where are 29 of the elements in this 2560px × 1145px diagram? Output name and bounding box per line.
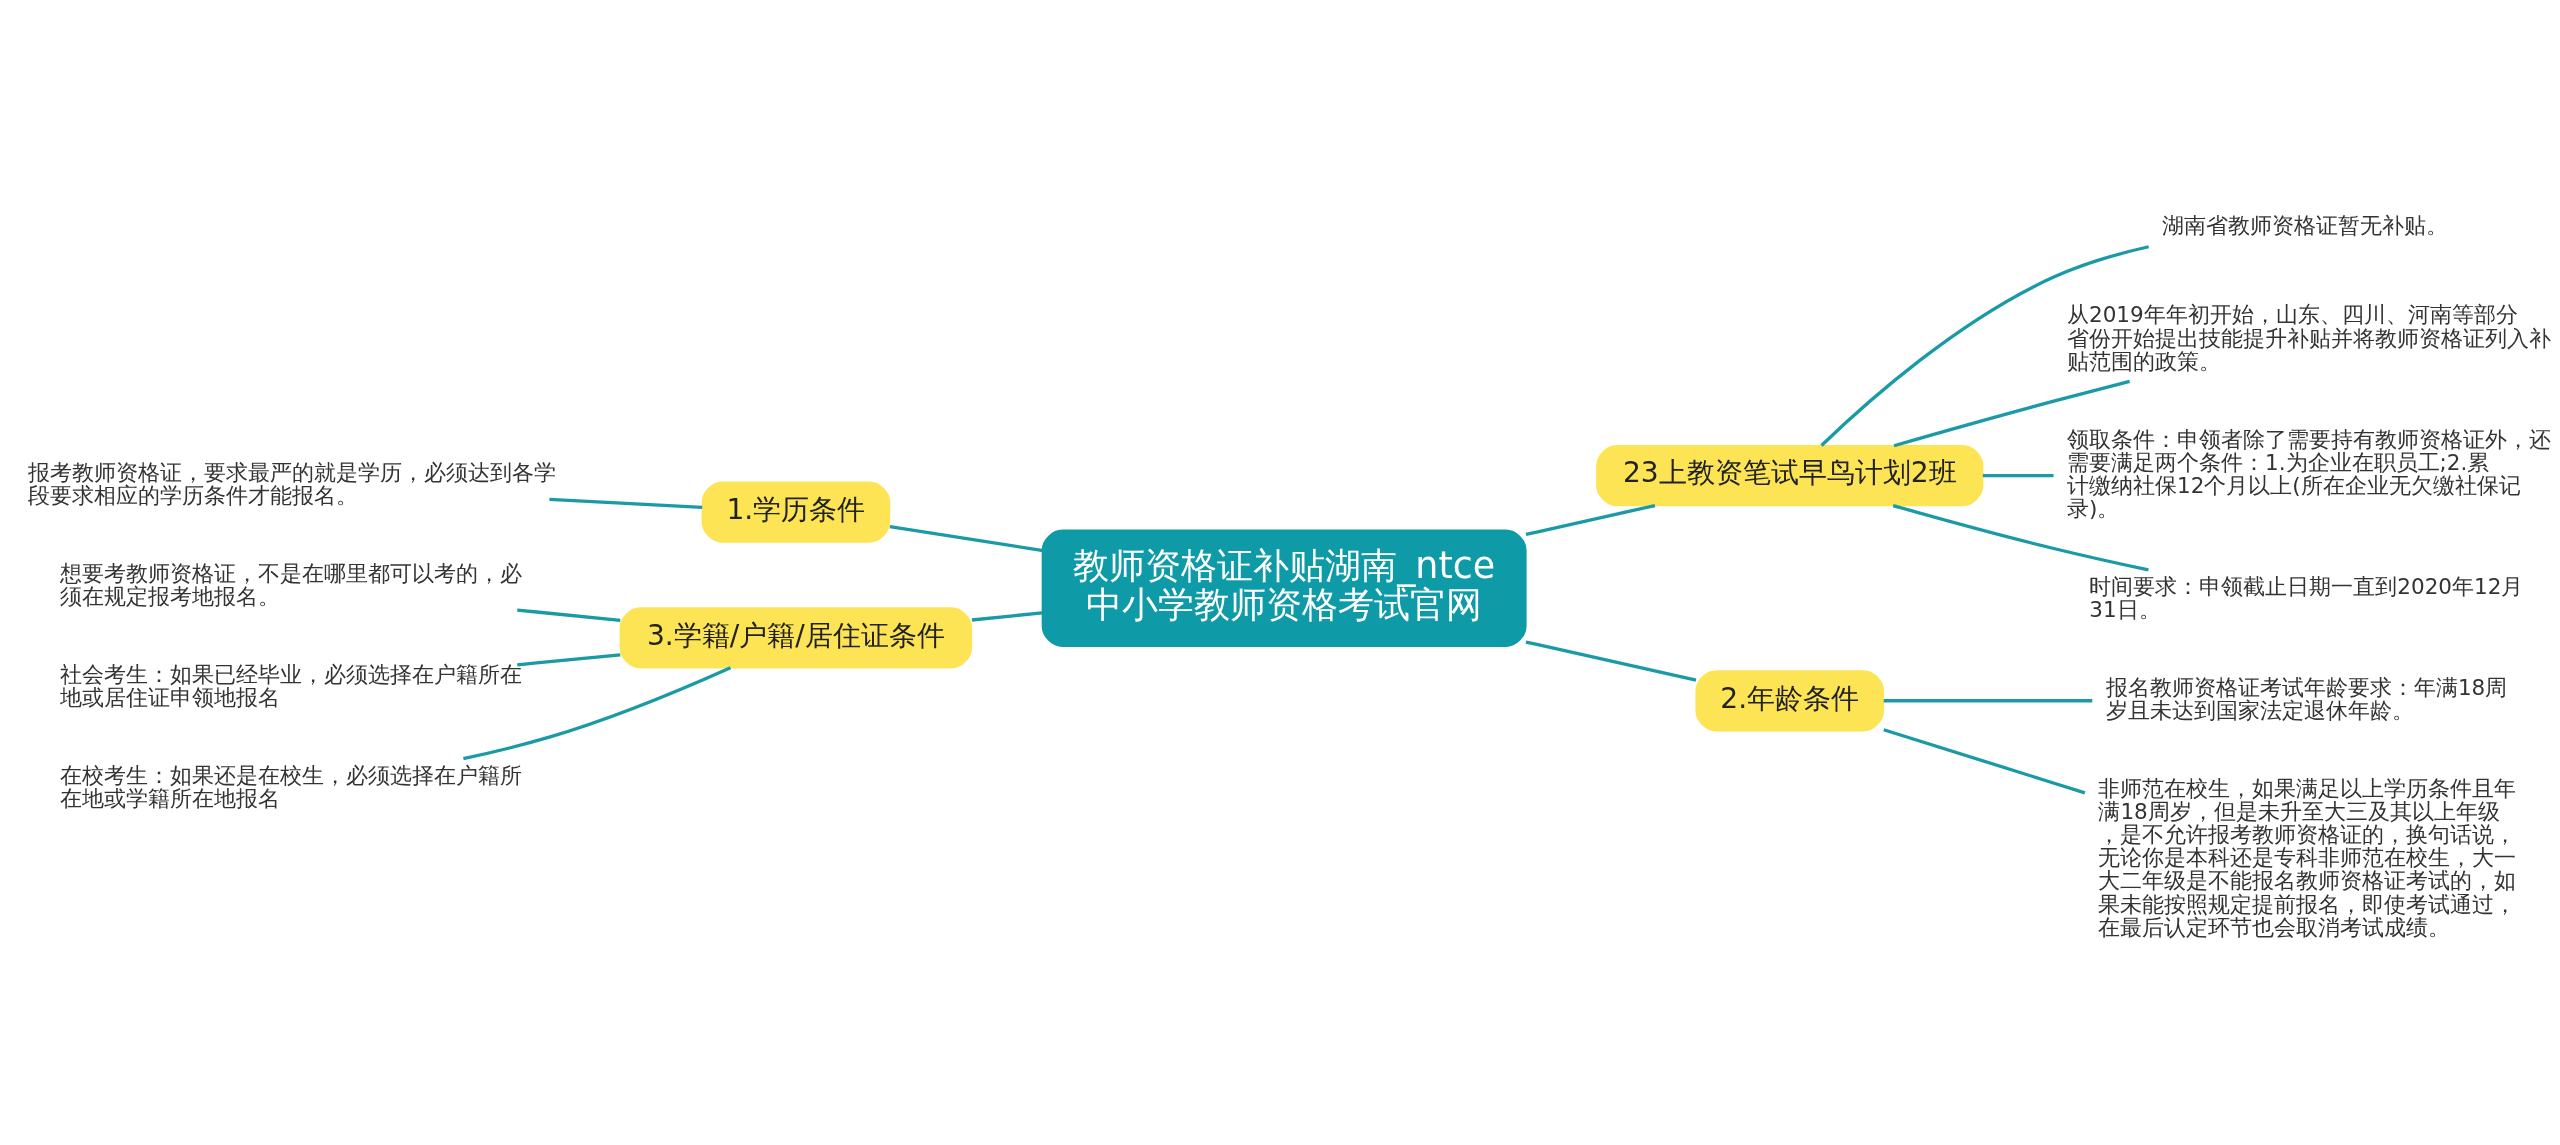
node-box: 3.学籍/户籍/居住证条件 — [619, 607, 973, 669]
node-text: 社会考生：如果已经毕业，必须选择在户籍所在地或居住证申领地报名 — [60, 661, 523, 710]
node-text: 报名教师资格证考试年龄要求：年满18周岁且未达到国家法定退休年龄。 — [2105, 674, 2508, 723]
connector — [1525, 640, 1697, 682]
node-text: 报考教师资格证，要求最严的就是学历，必须达到各学段要求相应的学历条件才能报名。 — [27, 459, 556, 508]
connector — [517, 653, 621, 667]
connector — [1892, 503, 2149, 572]
connector — [1883, 728, 2086, 795]
connector — [1883, 699, 2093, 703]
node-text: 湖南省教师资格证暂无补贴。 — [2162, 213, 2449, 239]
node-box: 23上教资笔试早鸟计划2班 — [1596, 445, 1984, 507]
node-box: 1.学历条件 — [701, 481, 891, 543]
node-text: 在校考生：如果还是在校生，必须选择在户籍所在地或学籍所在地报名 — [60, 762, 523, 811]
connector — [549, 497, 703, 509]
connector — [971, 611, 1043, 622]
connector — [1820, 245, 2150, 447]
node-text: 想要考教师资格证，不是在哪里都可以考的，必须在规定报考地报名。 — [60, 560, 523, 609]
connector — [889, 524, 1043, 553]
node-box: 教师资格证补贴湖南_ntce中小学教师资格考试官网 — [1041, 529, 1527, 647]
connector — [517, 608, 621, 623]
connector — [1893, 379, 2131, 448]
node-text: 从2019年年初开始，山东、四川、河南等部分省份开始提出技能提升补贴并将教师资格证列入补贴范围的政策。 — [2067, 302, 2551, 374]
connector — [1982, 474, 2054, 478]
node-text: 时间要求：申领截止日期一直到2020年12月31日。 — [2089, 573, 2524, 623]
node-text: 领取条件：申领者除了需要持有教师资格证外，还需要满足两个条件：1.为企业在职员工;2.累计缴纳社保12个月以上(所在企业无欠缴社保记录)。 — [2067, 426, 2551, 522]
node-text: 非师范在校生，如果满足以上学历条件且年满18周岁，但是未升至大三及其以上年级，是不允许报考教师资格证的，换句话说，无论你是本科还是专科非师范在校生，大一大二年级是不能报名教师资格证考试的，如果未能按照规定提前报名，即使考试通过，在最后认定环节也会取消考试成绩。 — [2098, 775, 2517, 940]
node-box: 2.年龄条件 — [1695, 670, 1885, 732]
connector — [463, 666, 732, 761]
connector — [1525, 503, 1656, 537]
